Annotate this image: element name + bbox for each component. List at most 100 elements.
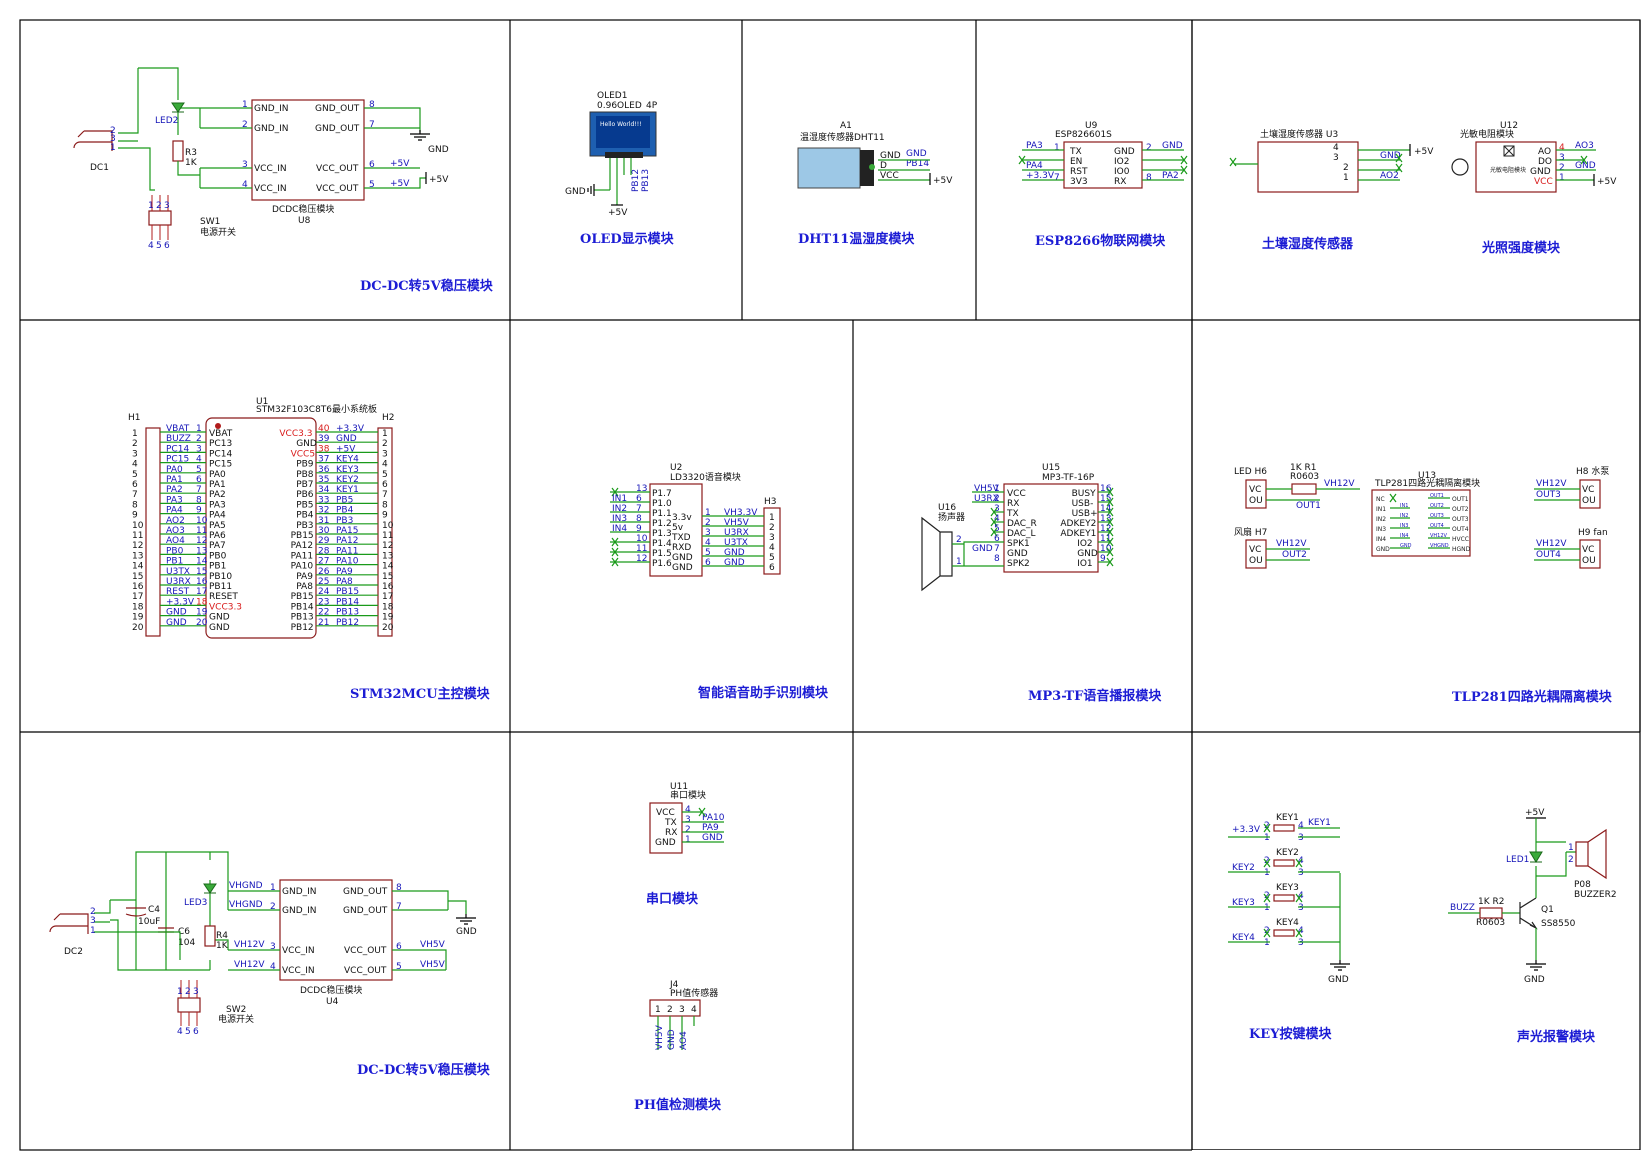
mp3-pin: VCC [1007,489,1026,499]
pin-num: 1 [110,143,116,153]
pin-num: 4 [270,962,276,972]
pin-num: 1 [956,557,962,567]
mp3-pin: IO1 [1077,559,1092,569]
capacitor-icon [125,907,147,917]
dcdc2-module: GND_IN GND_IN VCC_IN VCC_IN GND_OUT GND_… [49,851,477,1037]
mp3-pin: ADKEY2 [1060,519,1096,529]
buzzer-ref: P08 [1574,880,1591,890]
no-connect-icon [990,517,998,527]
pump-conn-ref: H8 水泵 [1576,465,1609,477]
pin-num: 4 [705,538,711,548]
net-label: PB0 [166,546,184,556]
mp3-pin: USB- [1072,499,1094,509]
resistor-icon [1479,907,1503,919]
led-icon [1529,851,1543,863]
speaker-icon [921,516,953,592]
pin-num: 4 [994,514,1000,524]
net-label: REST [166,587,190,597]
h1-pin-num: 16 [132,582,144,592]
tlp-pin: OUT2 [1452,506,1469,513]
pin-num: 1 [196,424,202,434]
dcdc2-pin: VCC_IN [282,966,315,976]
conn-pin: OU [1582,556,1596,566]
title-tlp: TLP281四路光耦隔离模块 [1452,689,1613,705]
dcdc2-pin: VCC_OUT [344,946,387,956]
pin-num: 7 [636,504,642,514]
stm32-pin: PA1 [209,480,226,490]
h2-pin-num: 16 [382,582,394,592]
stm32-pin: VBAT [209,429,233,439]
net-label: GND [166,618,187,628]
dcdc1-module: GND_IN GND_IN VCC_IN VCC_IN GND_OUT GND_… [73,67,449,251]
led-ref: LED3 [184,898,207,908]
stm32-pin: PB11 [209,582,232,592]
uart-body [649,802,683,854]
net-label: +5V [390,179,410,189]
net-label: PA2 [166,485,183,495]
dht11-pin: GND [880,151,901,161]
oled-name: 0.96OLED [597,101,642,111]
pin-num: 39 [318,434,330,444]
net-label: IN4 [612,524,627,534]
net-label: VH5V [724,518,750,528]
dht11-ref: A1 [840,121,852,131]
pin-num: 8 [1146,173,1152,183]
pin-num: 2 [705,518,711,528]
key-ref: KEY3 [1276,883,1299,893]
no-connect-icon [1106,487,1114,497]
net-label: GND [724,548,745,558]
pin-num: 1 [148,201,154,211]
soil-name: 土壤湿度传感器 U3 [1260,128,1338,140]
pin-num: 2 [1264,891,1270,901]
pin-num: 3 [1298,868,1304,878]
h1-pin-num: 6 [132,480,138,490]
pushbutton-icon [1273,929,1295,937]
stm32-pin: PB0 [209,551,227,561]
stm32-pin: PB5 [296,500,313,510]
transistor-icon [1519,897,1538,930]
pin-num: 3 [164,201,170,211]
no-connect-icon [611,557,619,567]
no-connect-icon [1295,858,1303,868]
net-label: AO4 [679,1031,689,1050]
net-label: VH12V [1430,533,1448,539]
pin-num: 3 [1298,833,1304,843]
net-label: BUZZ [1450,903,1475,913]
net-label: +5V [390,159,410,169]
led-conn-ref: LED H6 [1234,467,1267,477]
pin-num: 4 [196,455,202,465]
net-label: PB13 [641,169,651,192]
net-label: IN2 [1400,513,1408,519]
net-label: VH12V [1276,539,1307,549]
dcdc1-pin: VCC_IN [254,184,287,194]
net-label: VH5V [420,940,446,950]
uart-pin: TX [664,818,677,828]
stm32-pin: PA10 [291,562,314,572]
ph-header [649,999,701,1017]
pin-num: 4 [691,1005,697,1015]
pin-num: 35 [318,475,329,485]
q-ref: Q1 [1541,905,1554,915]
h2-pin-num: 9 [382,511,388,521]
pin-num: 2 [956,535,962,545]
net-label: KEY4 [336,455,359,465]
pin-num: 10 [196,516,208,526]
net-5v: +5V [429,175,449,185]
dc-jack-icon [73,130,113,151]
net-label: U3RX [974,494,999,504]
dcdc2-ref: U4 [326,997,339,1007]
net-gnd: GND [428,145,449,155]
stm32-pin: PB10 [209,572,232,582]
pin-num: 16 [196,577,208,587]
h2-pin-num: 19 [382,613,394,623]
stm32-pin: PA5 [209,521,226,531]
title-dcdc2: DC-DC转5V稳压模块 [357,1062,491,1078]
no-connect-icon [1263,823,1271,833]
h2-pin-num: 4 [382,460,388,470]
net-label: VH3.3V [724,508,758,518]
pin-num: 3 [90,916,96,926]
no-connect-icon [1106,537,1114,547]
pin-num: 5 [156,241,162,251]
net-label: +5V [336,444,356,454]
